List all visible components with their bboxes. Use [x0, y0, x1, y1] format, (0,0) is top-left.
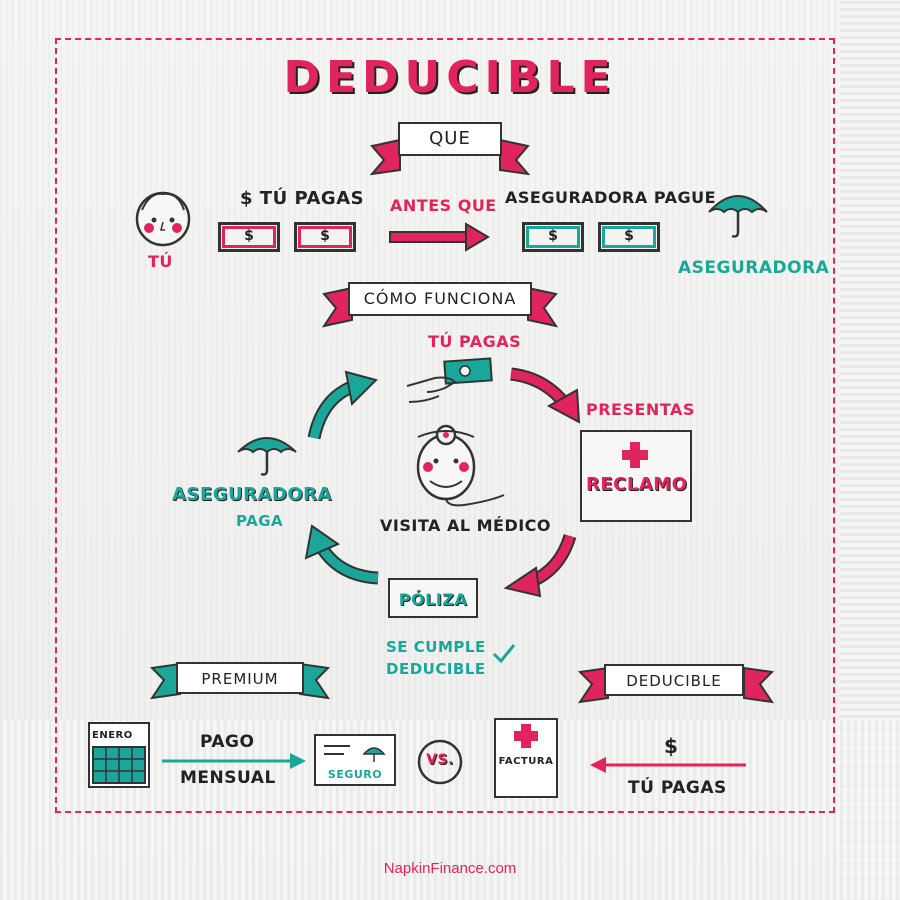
you-pay-label: $ TÚ PAGAS: [240, 188, 365, 209]
vs-circle: [417, 739, 463, 785]
policy-label: PÓLIZA: [398, 590, 468, 609]
umbrella-icon: [708, 195, 768, 238]
arrow-pink-down-right: [510, 367, 581, 424]
arrow-teal-up-right: [307, 370, 378, 440]
arrow-teal-up-left: [304, 524, 379, 585]
dashed-frame: [55, 38, 835, 813]
pink-bill-2: $: [294, 222, 356, 252]
hand-paying-icon: [406, 357, 493, 403]
deductible-met-line1: SE CUMPLE: [386, 638, 486, 656]
invoice-cross-icon: [514, 724, 538, 748]
cycle-you-pay-label: TÚ PAGAS: [428, 332, 522, 351]
deductible-met-line2: DEDUCIBLE: [386, 660, 486, 678]
presentas-label: PRESENTAS: [586, 400, 695, 419]
before-label: ANTES QUE: [390, 196, 497, 215]
doctor-face-icon: [416, 424, 505, 507]
insurance-card-details: [324, 745, 386, 762]
dollar-label: $: [664, 734, 679, 758]
calendar-month-label: ENERO: [92, 730, 133, 741]
monthly-line1: PAGO: [200, 732, 255, 752]
napkin-embossed-edge-bottom: [0, 720, 900, 900]
arrow-pink-down-left: [503, 533, 577, 598]
pink-bill-1: $: [218, 222, 280, 252]
vs-label: VS.: [426, 752, 454, 768]
premium-banner: PREMIUM: [176, 662, 304, 694]
claim-label: RECLAMO: [586, 474, 688, 495]
insurer-label: ASEGURADORA: [678, 258, 830, 278]
pays-label: PAGA: [236, 512, 284, 530]
que-banner-ribbon: [370, 138, 530, 176]
you-label: TÚ: [148, 252, 173, 271]
doctor-visit-label: VISITA AL MÉDICO: [380, 516, 552, 535]
checkmark-icon: [492, 644, 516, 664]
deductible-you-pay-label: TÚ PAGAS: [628, 778, 727, 798]
medical-cross-icon: [622, 442, 648, 468]
arrow-right-icon: [389, 222, 490, 252]
how-banner: CÓMO FUNCIONA: [348, 282, 532, 316]
monthly-line2: MENSUAL: [180, 768, 276, 788]
deductible-banner: DEDUCIBLE: [604, 664, 744, 696]
invoice-icon: [494, 718, 558, 798]
umbrella-icon-cycle: [237, 437, 297, 476]
teal-bill-1: $: [522, 222, 584, 252]
insurer-pays-label: ASEGURADORA PAGUE: [505, 188, 717, 207]
calendar-grid-icon: [92, 746, 146, 784]
invoice-label: FACTURA: [498, 756, 554, 767]
how-banner-ribbon: [322, 286, 558, 328]
insurance-card-label: SEGURO: [327, 768, 383, 781]
arrow-pink-left: [590, 757, 746, 773]
insurance-card-icon: [314, 734, 396, 786]
insurer-cycle-label: ASEGURADORA: [172, 484, 332, 505]
policy-card: [388, 578, 478, 618]
premium-banner-ribbon: [150, 662, 330, 700]
arrow-teal-right: [162, 753, 306, 769]
deductible-banner-ribbon: [578, 666, 774, 704]
footer-link[interactable]: NapkinFinance.com: [383, 860, 517, 877]
que-banner: QUE: [398, 122, 502, 156]
teal-bill-2: $: [598, 222, 660, 252]
page-title: DEDUCIBLE: [283, 52, 617, 103]
person-face-icon: [135, 191, 191, 247]
